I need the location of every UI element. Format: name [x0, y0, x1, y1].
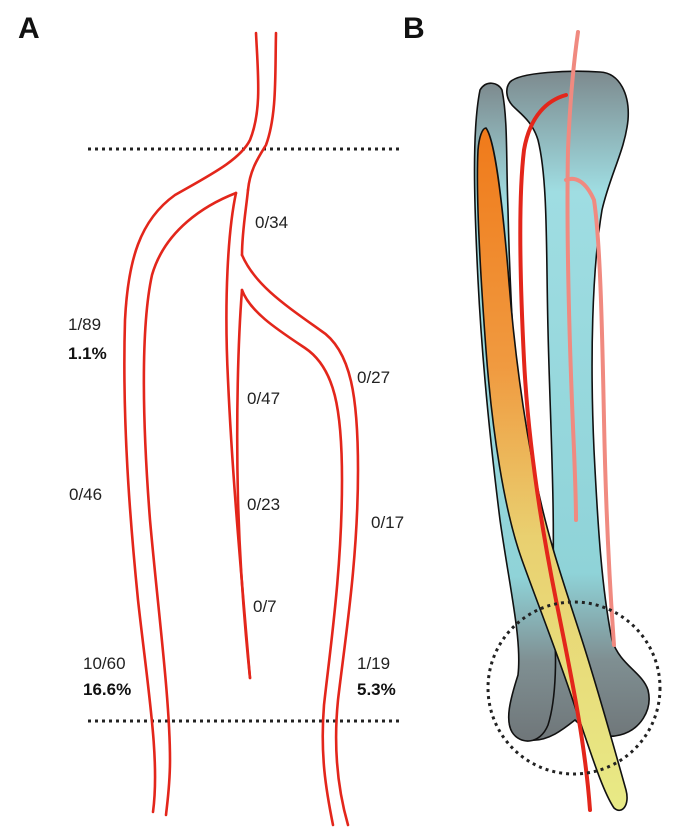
tibioperoneal-trunk: [242, 190, 248, 255]
panel-b-letter: B: [403, 12, 425, 45]
trunk-inner-wall: [248, 33, 276, 190]
label-root-trunk: 0/34: [255, 213, 288, 232]
label-left-lower-pct: 16.6%: [83, 680, 131, 699]
label-right-mid: 0/17: [371, 513, 404, 532]
label-middle-upper: 0/47: [247, 389, 280, 408]
label-right-lower-pct: 5.3%: [357, 680, 396, 699]
label-left-lower-count: 10/60: [83, 654, 126, 673]
peroneal-inner-wall: [237, 290, 250, 678]
label-middle-lower: 0/7: [253, 597, 277, 616]
panel-a-letter: A: [18, 12, 40, 45]
label-left-upper-count: 1/89: [68, 315, 101, 334]
label-right-upper: 0/27: [357, 368, 390, 387]
label-left-upper-pct: 1.1%: [68, 344, 107, 363]
label-left-mid: 0/46: [69, 485, 102, 504]
label-middle-mid: 0/23: [247, 495, 280, 514]
posterior-tibial-inner-wall: [242, 290, 342, 825]
label-right-lower-count: 1/19: [357, 654, 390, 673]
artery-tree: [124, 33, 358, 825]
